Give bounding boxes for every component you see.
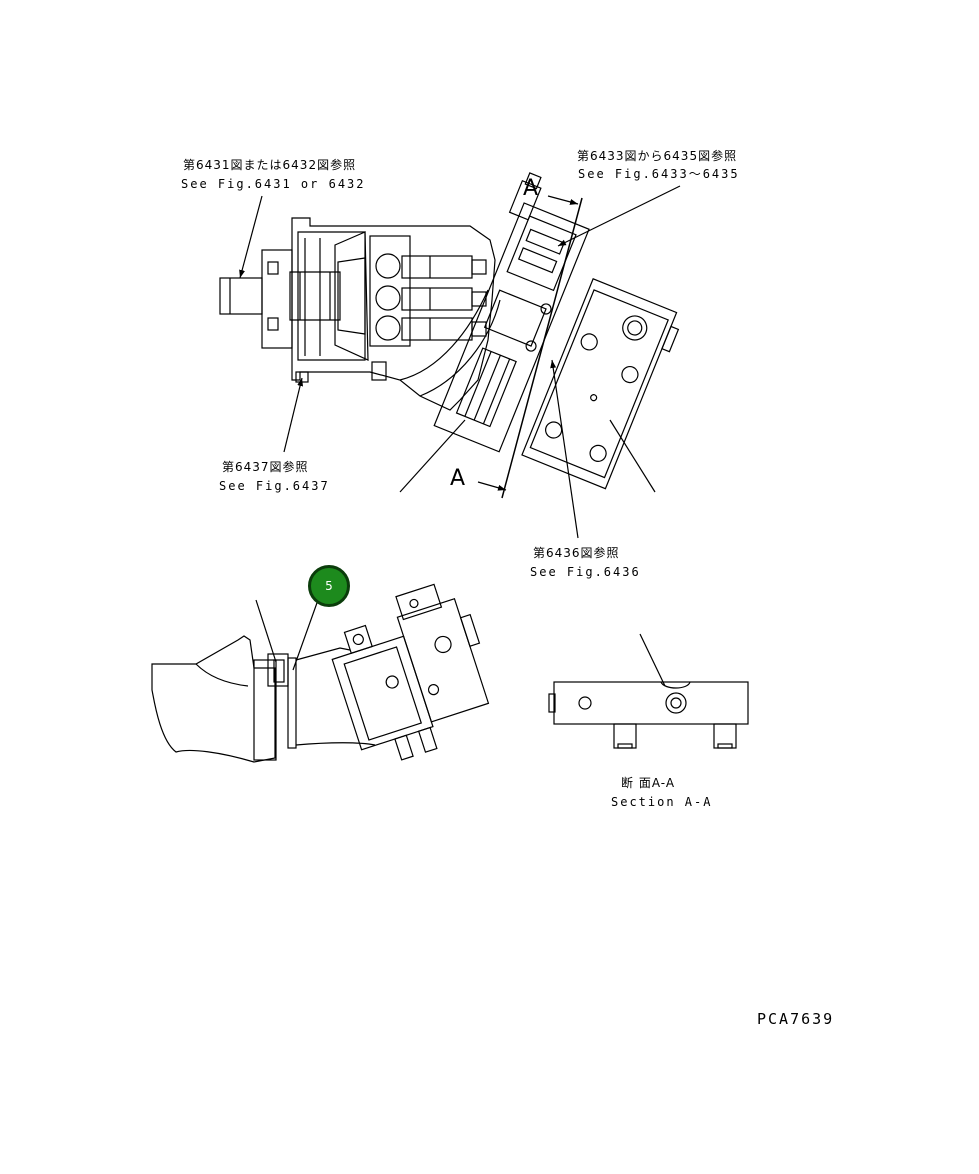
callout-fig6431-en: See Fig.6431 or 6432	[181, 177, 366, 191]
pump-assembly	[219, 172, 680, 499]
callout-fig6437-en: See Fig.6437	[219, 479, 330, 493]
leader-section	[639, 633, 666, 687]
callout-fig6433-en: See Fig.6433〜6435	[578, 167, 740, 181]
section-view-title-ja: 断 面A-A	[621, 776, 676, 790]
section-a-a-view	[548, 681, 749, 749]
drawing-code: PCA7639	[757, 1010, 835, 1028]
section-mark-bottom: A	[450, 466, 466, 491]
section-view-title-en: Section A-A	[611, 795, 713, 809]
leader-badge	[292, 599, 319, 671]
callout-fig6433-ja: 第6433図から6435図参照	[577, 149, 738, 163]
callout-fig6436-en: See Fig.6436	[530, 565, 641, 579]
part-number-badge[interactable]: 5	[308, 565, 350, 607]
callout-fig6436-ja: 第6436図参照	[533, 546, 620, 560]
callout-fig6431-ja: 第6431図または6432図参照	[183, 158, 357, 172]
leader-fig6433	[557, 185, 681, 247]
section-arrow-top	[547, 195, 579, 205]
leader-plain-1	[399, 419, 466, 493]
leader-fig6436	[550, 359, 579, 539]
leader-fig6431	[239, 195, 263, 279]
callout-fig6437-ja: 第6437図参照	[222, 460, 309, 474]
leader-fig6437	[283, 377, 304, 453]
leader-installed-1	[255, 599, 277, 663]
leader-plain-2	[609, 419, 656, 493]
installed-view	[151, 583, 490, 763]
section-arrow-bottom	[477, 481, 507, 491]
